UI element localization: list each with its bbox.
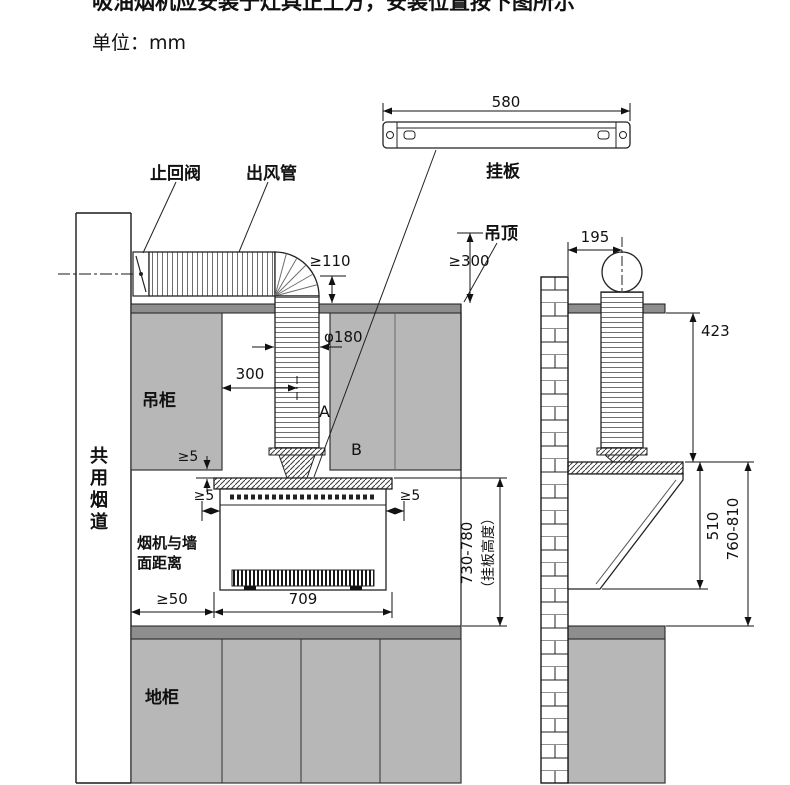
dim-hood-top-to-counter: 760-810 [724, 497, 742, 561]
dim-ceiling-drop: ≥300 [448, 252, 490, 270]
dim-hood-height: 510 [704, 511, 722, 541]
label-floor-cabinet: 地柜 [145, 688, 179, 708]
outlet-duct-drawing [148, 251, 320, 449]
side-view-duct [600, 237, 644, 449]
hanging-plate-drawing [382, 121, 631, 149]
label-ceiling: 吊顶 [484, 224, 518, 244]
check-valve-drawing [132, 251, 150, 297]
brick-wall [540, 276, 569, 784]
dim-plate-width: 580 [491, 93, 521, 111]
dimension-lines [131, 103, 754, 627]
wall-cabinets [130, 304, 462, 626]
range-hood-side [567, 447, 684, 590]
unit-label: 单位：mm [92, 32, 187, 54]
label-point-a: A [319, 402, 330, 421]
page-title-clipped: 吸油烟机应安装于灶具正上方，安装位置按下图所示 [92, 0, 575, 14]
dim-ceiling-to-hood: 423 [701, 322, 730, 340]
dim-wall-to-duct: 195 [580, 228, 610, 246]
dim-hood-left-gap: ≥5 [193, 488, 215, 504]
label-hanging-plate: 挂板 [486, 162, 520, 182]
dim-plate-height: 730-780 [458, 521, 476, 585]
dim-cabinet-to-duct: 300 [235, 365, 265, 383]
label-shared-flue: 共用烟道 [87, 446, 108, 534]
dim-hood-width: 709 [288, 590, 318, 608]
ceiling-bars [130, 303, 666, 314]
label-point-b: B [351, 440, 362, 459]
countertops [130, 625, 666, 640]
floor-cabinets [130, 638, 666, 784]
dim-plate-height-note: （挂板高度） [481, 511, 497, 595]
label-outlet-duct: 出风管 [246, 164, 297, 184]
dim-duct-to-ceiling: ≥110 [309, 252, 351, 270]
range-hood-front [213, 447, 393, 591]
label-wall-cabinet: 吊柜 [142, 391, 176, 411]
dim-hood-right-gap: ≥5 [399, 488, 421, 504]
dim-duct-diameter: φ180 [324, 328, 363, 346]
label-hood-wall-distance-2: 面距离 [137, 554, 183, 572]
label-check-valve: 止回阀 [150, 164, 201, 184]
label-hood-wall-distance-1: 烟机与墙 [137, 534, 198, 552]
dim-hood-top-gap: ≥5 [177, 449, 199, 465]
dim-flue-side-gap: ≥50 [156, 590, 188, 608]
leader-lines [142, 149, 498, 478]
